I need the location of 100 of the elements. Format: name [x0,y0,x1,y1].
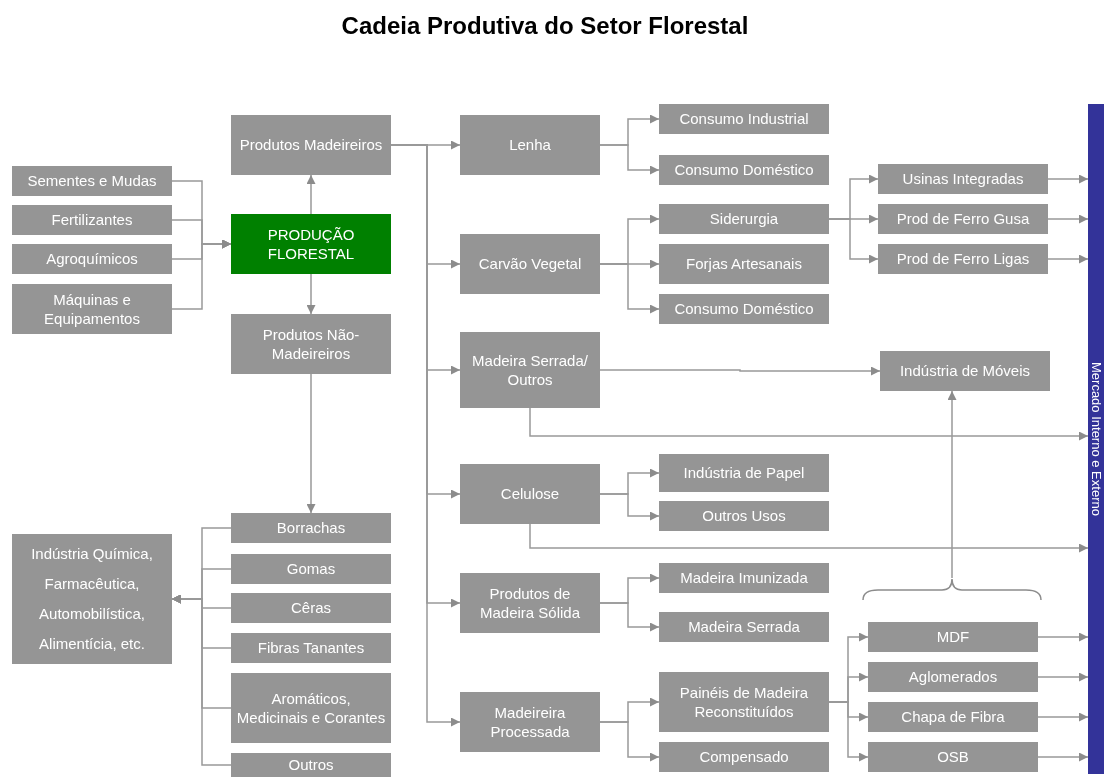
box-label: Indústria de Papel [683,463,805,483]
box-label: Borrachas [276,518,346,538]
process-box [231,633,391,663]
arrow [947,390,957,579]
process-box [659,294,829,324]
box-label: Gomas [286,559,336,579]
arrow [306,373,316,514]
process-box [878,204,1048,234]
process-box [460,692,600,752]
box-label: Indústria Química, Farmacêutica, Automobilística, Alimentícia, etc. [30,544,154,654]
box-label: Madeira Serrada/ Outros [471,350,589,390]
arrow [1047,254,1089,264]
process-box [231,673,391,743]
box-label: Sementes e Mudas [27,171,157,191]
process-box [880,351,1050,391]
box-label: Madeira Imunizada [680,568,808,588]
arrow [828,701,869,762]
box-label: Madeira Serrada [688,617,800,637]
box-label: OSB [937,747,969,767]
arrow [599,721,660,762]
arrow [1047,174,1089,184]
arrow [1037,672,1089,682]
arrow [599,602,660,632]
process-box [231,115,391,175]
process-box [460,573,600,633]
process-box [12,205,172,235]
box-label: MDF [936,627,970,647]
process-box [868,742,1038,772]
process-box [878,164,1048,194]
side-band [1088,104,1104,774]
box-label: Produtos de Madeira Sólida [478,583,582,623]
box-label: Forjas Artesanais [686,254,802,274]
process-box [460,332,600,408]
box-label: Indústria de Móveis [899,361,1031,381]
process-box [231,314,391,374]
box-label: Madeireira Processada [489,702,571,742]
process-box [460,115,600,175]
box-label: Fertilizantes [51,210,133,230]
process-box [659,672,829,732]
process-box [231,753,391,777]
box-label: Produtos Não-Madeireiros [261,324,361,364]
box-label: Aromáticos, Medicinais e Corantes [235,688,387,728]
arrow [529,407,1089,441]
process-box [231,513,391,543]
arrow [306,273,316,315]
arrow [599,366,881,376]
box-label: Chapa de Fibra [901,707,1005,727]
box-label: Painéis de Madeira Reconstituídos [678,682,810,722]
process-box [868,622,1038,652]
arrow [1037,632,1089,642]
box-label: Compensado [699,747,789,767]
process-box [12,166,172,196]
box-label: Carvão Vegetal [478,254,582,274]
arrow [529,523,1089,553]
box-label: Celulose [500,484,560,504]
process-box [231,593,391,623]
highlight-box [231,214,391,274]
arrow [306,174,316,215]
arrow [171,239,232,310]
process-box [659,563,829,593]
process-box [868,662,1038,692]
box-label: Outros [288,755,334,775]
process-box [868,702,1038,732]
curly-brace [862,578,1042,600]
process-box [659,155,829,185]
process-box [659,501,829,531]
box-label: Máquinas e Equipamentos [43,289,141,329]
process-box [231,554,391,584]
arrow [828,218,879,264]
process-box [659,612,829,642]
arrow [1037,752,1089,762]
arrow [171,594,232,766]
box-label: Fibras Tanantes [257,638,365,658]
process-box [659,104,829,134]
process-box [460,234,600,294]
arrow [599,144,660,175]
process-box [659,244,829,284]
box-label: Outros Usos [702,506,786,526]
process-box [12,244,172,274]
box-label: Agroquímicos [46,249,138,269]
box-label: Prod de Ferro Ligas [896,249,1030,269]
arrow [1047,214,1089,224]
box-label: Produtos Madeireiros [239,135,383,155]
box-label: Lenha [509,135,551,155]
arrow [599,263,660,314]
box-label: Prod de Ferro Gusa [896,209,1030,229]
box-label: Aglomerados [908,667,998,687]
process-box [659,742,829,772]
box-label: Usinas Integradas [902,169,1024,189]
box-label: Consumo Industrial [679,109,809,129]
process-box [460,464,600,524]
process-box [12,534,172,664]
box-label: Siderurgia [709,209,779,229]
process-box [12,284,172,334]
diagram-title: Cadeia Produtiva do Setor Florestal [340,12,750,40]
arrow [599,493,660,521]
box-label: Mercado Interno e Externo [1088,362,1104,516]
process-box [878,244,1048,274]
box-label: PRODUÇÃO FLORESTAL [266,224,356,264]
box-label: Cêras [291,598,331,618]
